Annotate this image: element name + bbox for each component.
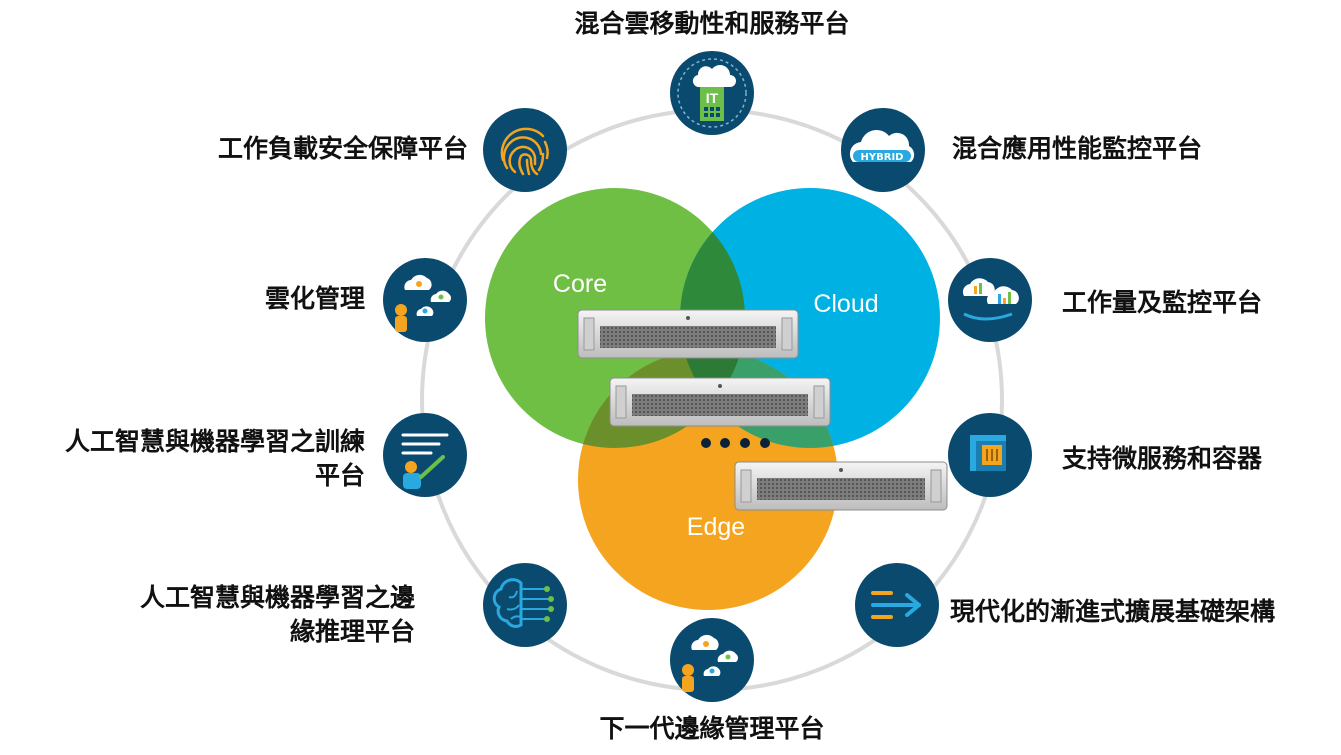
ellipsis-dots bbox=[701, 438, 770, 448]
edge-label: Edge bbox=[687, 513, 745, 541]
cloud-management-icon bbox=[383, 258, 467, 342]
label-left-lower-line1: 人工智慧與機器學習之邊 bbox=[139, 583, 415, 612]
label-right-upper: 工作量及監控平台 bbox=[1062, 288, 1263, 317]
workload-chart-icon bbox=[948, 258, 1032, 342]
label-top: 混合雲移動性和服務平台 bbox=[574, 9, 850, 38]
it-cloud-icon: IT bbox=[670, 51, 754, 135]
server-core bbox=[577, 309, 799, 359]
container-icon bbox=[948, 413, 1032, 497]
server-edge bbox=[734, 461, 948, 511]
label-right-mid: 支持微服務和容器 bbox=[1062, 444, 1263, 473]
label-left-upper: 雲化管理 bbox=[264, 284, 365, 313]
training-icon bbox=[383, 413, 467, 497]
ai-brain-icon bbox=[483, 563, 567, 647]
fingerprint-icon bbox=[483, 108, 567, 192]
label-left-mid-line1: 人工智慧與機器學習之訓練 bbox=[64, 427, 365, 456]
arrow-right-icon bbox=[855, 563, 939, 647]
svg-text:IT: IT bbox=[706, 90, 719, 106]
label-top-left: 工作負載安全保障平台 bbox=[217, 134, 468, 163]
cloud-management-icon bbox=[670, 618, 754, 702]
label-left-mid-line2: 平台 bbox=[314, 461, 365, 490]
svg-text:HYBRID: HYBRID bbox=[861, 152, 904, 163]
label-right-lower: 現代化的漸進式擴展基礎架構 bbox=[950, 597, 1276, 626]
label-bottom: 下一代邊緣管理平台 bbox=[599, 714, 825, 743]
label-left-lower-line2: 緣推理平台 bbox=[289, 617, 415, 646]
server-center bbox=[609, 377, 831, 427]
label-top-right: 混合應用性能監控平台 bbox=[952, 134, 1203, 163]
hybrid-cloud-icon: HYBRID bbox=[841, 108, 925, 192]
cloud-label: Cloud bbox=[813, 290, 878, 318]
core-label: Core bbox=[553, 270, 607, 298]
